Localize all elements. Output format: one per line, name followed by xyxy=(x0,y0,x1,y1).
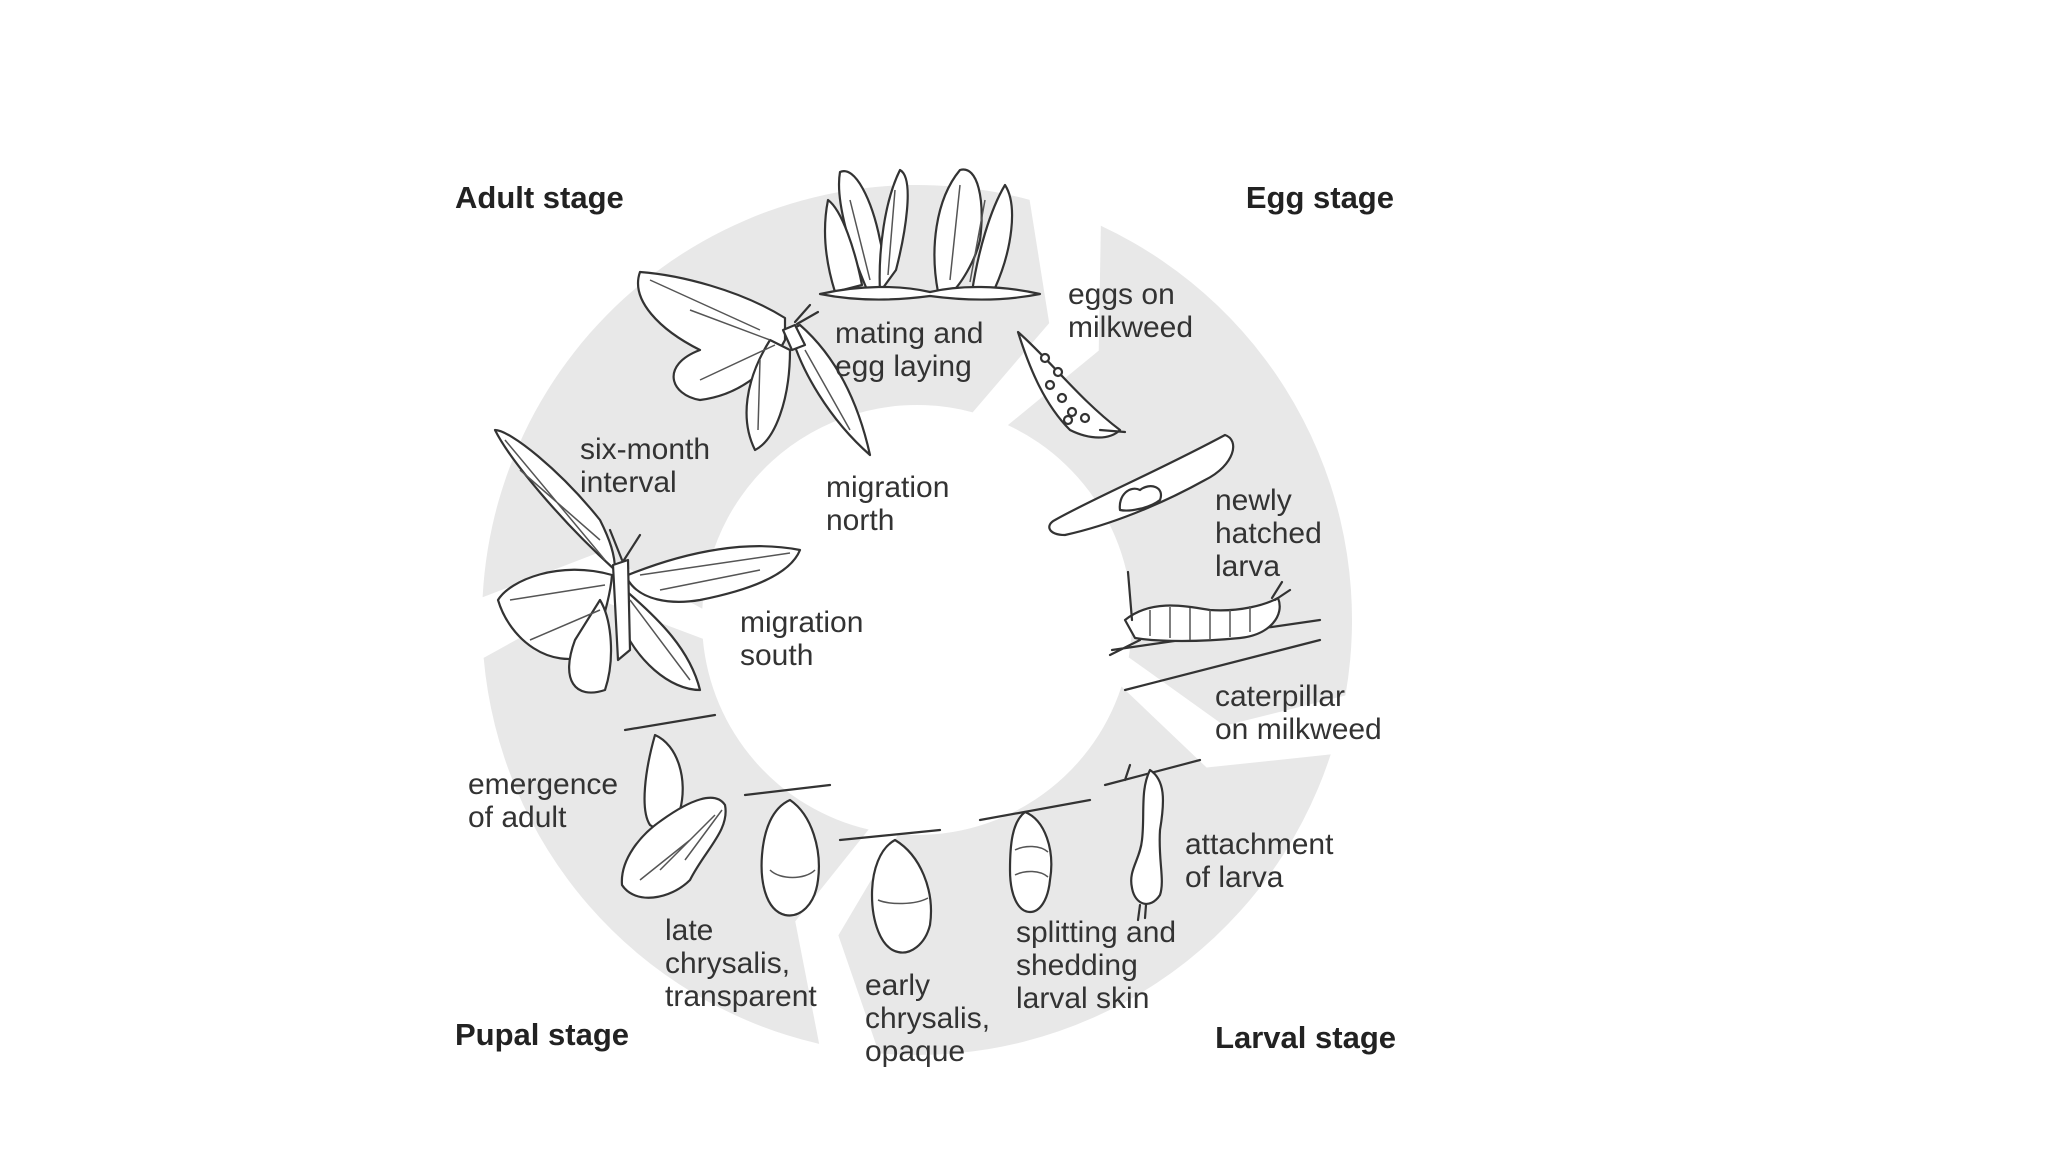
eggs-on-leaf-illustration xyxy=(1016,330,1127,439)
label-early-chrysalis-opaque-line-1: early xyxy=(865,969,930,1002)
label-splitting-and-shedding-line-1: splitting and xyxy=(1016,916,1176,949)
adult-stage-heading: Adult stage xyxy=(455,180,624,215)
emergence-illustration xyxy=(620,713,727,899)
label-eggs-on-milkweed-line-2: milkweed xyxy=(1068,311,1193,344)
label-late-chrysalis-transparent-line-1: late xyxy=(665,914,713,947)
label-early-chrysalis-opaque-line-2: chrysalis, xyxy=(865,1002,990,1035)
label-newly-hatched-larva-line-1: newly xyxy=(1215,484,1292,517)
ring-segment-larval xyxy=(838,686,1331,1056)
label-attachment-of-larva-line-2: of larva xyxy=(1185,861,1284,894)
label-caterpillar-on-milkweed-line-2: on milkweed xyxy=(1215,713,1382,746)
south-butterfly-illustration xyxy=(493,428,802,694)
label-late-chrysalis-transparent-line-2: chrysalis, xyxy=(665,947,790,980)
label-six-month-interval-line-2: interval xyxy=(580,466,677,499)
label-mating-and-egg-laying-line-1: mating and xyxy=(835,317,983,350)
label-splitting-and-shedding-line-2: shedding xyxy=(1016,949,1138,982)
mating-butterflies-illustration xyxy=(818,168,1042,301)
label-migration-north-line-2: north xyxy=(826,504,894,537)
label-newly-hatched-larva-line-3: larva xyxy=(1215,550,1280,583)
larval-stage-heading: Larval stage xyxy=(1215,1020,1396,1055)
early-chrysalis-illustration xyxy=(838,828,942,954)
label-eggs-on-milkweed-line-1: eggs on xyxy=(1068,278,1175,311)
label-attachment-of-larva-line-1: attachment xyxy=(1185,828,1334,861)
late-chrysalis-illustration xyxy=(743,783,832,917)
label-caterpillar-on-milkweed-line-1: caterpillar xyxy=(1215,680,1345,713)
label-emergence-of-adult-line-1: emergence xyxy=(468,768,618,801)
label-emergence-of-adult-line-2: of adult xyxy=(468,801,567,834)
label-migration-south-line-2: south xyxy=(740,639,813,672)
hatched-larva-illustration xyxy=(1048,433,1235,537)
shedding-skin-illustration xyxy=(978,798,1092,914)
label-late-chrysalis-transparent-line-3: transparent xyxy=(665,980,817,1013)
label-migration-north-line-1: migration xyxy=(826,471,949,504)
label-newly-hatched-larva-line-2: hatched xyxy=(1215,517,1322,550)
egg-stage-heading: Egg stage xyxy=(1246,180,1394,215)
label-migration-south-line-1: migration xyxy=(740,606,863,639)
caterpillar-illustration xyxy=(1108,570,1322,692)
pupal-stage-heading: Pupal stage xyxy=(455,1017,629,1052)
attached-larva-illustration xyxy=(1103,758,1202,922)
label-splitting-and-shedding-line-3: larval skin xyxy=(1016,982,1149,1015)
label-early-chrysalis-opaque-line-3: opaque xyxy=(865,1035,965,1068)
label-mating-and-egg-laying-line-2: egg laying xyxy=(835,350,972,383)
label-six-month-interval-line-1: six-month xyxy=(580,433,710,466)
north-butterfly-illustration xyxy=(637,270,872,457)
